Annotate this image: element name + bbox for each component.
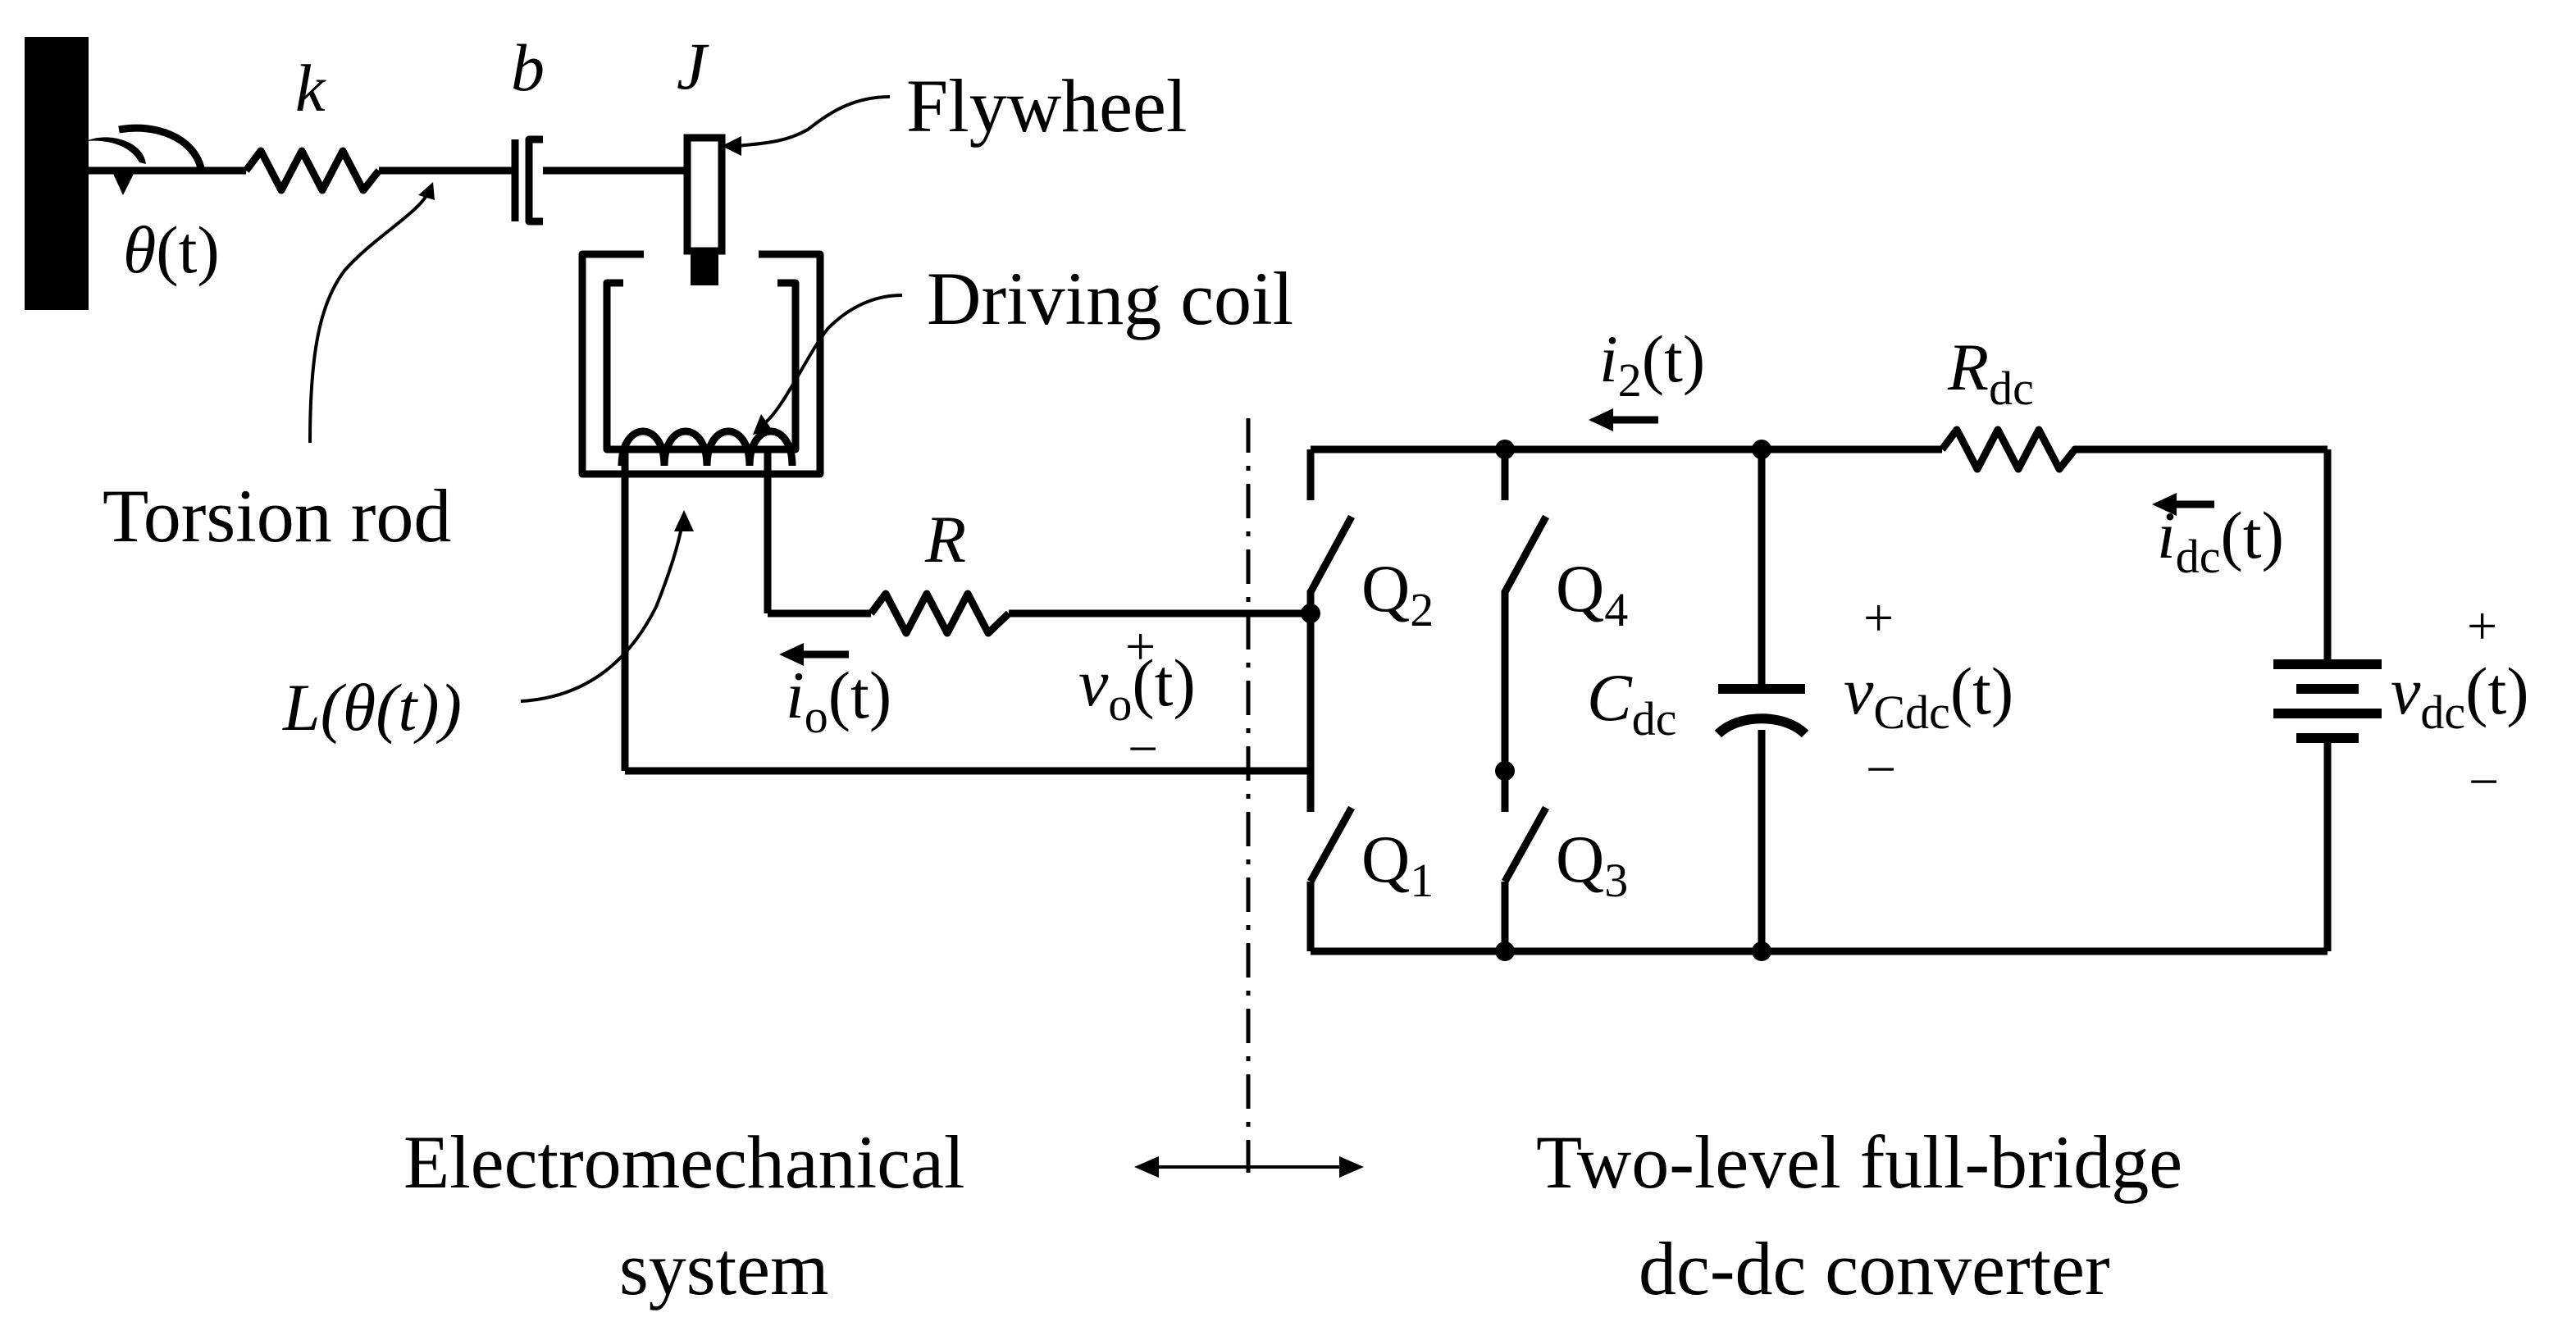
left-caption-line2: system [619, 1227, 829, 1310]
vCdc-plus: + [1863, 588, 1894, 648]
junction-dots [1301, 440, 1771, 961]
driving-coil-leader [761, 294, 903, 426]
torsion-rod-leader [308, 192, 430, 444]
Cdc-label: Cdc [1587, 660, 1676, 745]
inductance-leader-arrow [674, 510, 694, 531]
damper-b [511, 135, 558, 226]
flywheel-label: Flywheel [906, 64, 1187, 148]
Q4-label: Q4 [1556, 551, 1628, 636]
inductance-leader [520, 522, 684, 703]
switch-Q1 [1307, 805, 1355, 884]
double-headed-arrow [1134, 1156, 1364, 1178]
io-label: io(t) [786, 658, 891, 743]
i2-label: i2(t) [1599, 321, 1705, 407]
fixed-wall [25, 37, 89, 310]
Rdc-label: Rdc [1947, 330, 2034, 415]
vdc-minus: − [2469, 752, 2499, 812]
right-caption-line1: Two-level full-bridge [1536, 1120, 2182, 1204]
resistor-label-R: R [924, 502, 966, 577]
idc-label: idc(t) [2157, 498, 2284, 583]
theta-label: θ(t) [123, 212, 220, 287]
torsion-spring-k [243, 147, 382, 194]
battery-vdc [2273, 659, 2382, 743]
io-arrowhead [779, 643, 804, 666]
torsion-shaft [89, 147, 687, 194]
flywheel-leader [736, 95, 891, 148]
right-caption-line2: dc-dc converter [1639, 1227, 2110, 1310]
vdc-label: vdc(t) [2391, 654, 2529, 739]
damper-label-b: b [511, 30, 545, 105]
torsion-rod-label: Torsion rod [103, 474, 451, 558]
spring-label-k: k [295, 51, 326, 125]
left-caption-line1: Electromechanical [403, 1120, 964, 1204]
inductance-label: L(θ(t)) [282, 670, 462, 745]
vCdc-label: vCdc(t) [1844, 654, 2013, 739]
torsion-rod-leader-arrow [418, 182, 435, 200]
switch-Q3 [1502, 805, 1549, 884]
vCdc-minus: − [1866, 740, 1896, 800]
vo-plus: + [1125, 617, 1156, 677]
inertia-label-J: J [677, 29, 709, 103]
flywheel-J [683, 134, 726, 285]
coil-housing [578, 250, 824, 478]
Q2-label: Q2 [1361, 551, 1434, 636]
vo-minus: − [1128, 719, 1158, 779]
driving-coil-label: Driving coil [927, 257, 1293, 340]
coil-circuit-wires [621, 449, 1311, 775]
i2-arrowhead [1589, 408, 1613, 431]
vo-label: vo(t) [1078, 645, 1196, 731]
switch-Q2 [1307, 514, 1355, 595]
vdc-plus: + [2467, 596, 2497, 656]
capacitor-Cdc [1714, 684, 1809, 738]
idc-arrowhead [2152, 493, 2177, 516]
resistor-R [868, 590, 1012, 637]
rotation-arrow-theta [86, 124, 205, 195]
resistor-Rdc [1939, 426, 2085, 473]
Q1-label: Q1 [1361, 822, 1434, 907]
flywheel-leader-arrow [722, 136, 741, 156]
switch-Q4 [1502, 514, 1549, 595]
Q3-label: Q3 [1556, 822, 1628, 907]
